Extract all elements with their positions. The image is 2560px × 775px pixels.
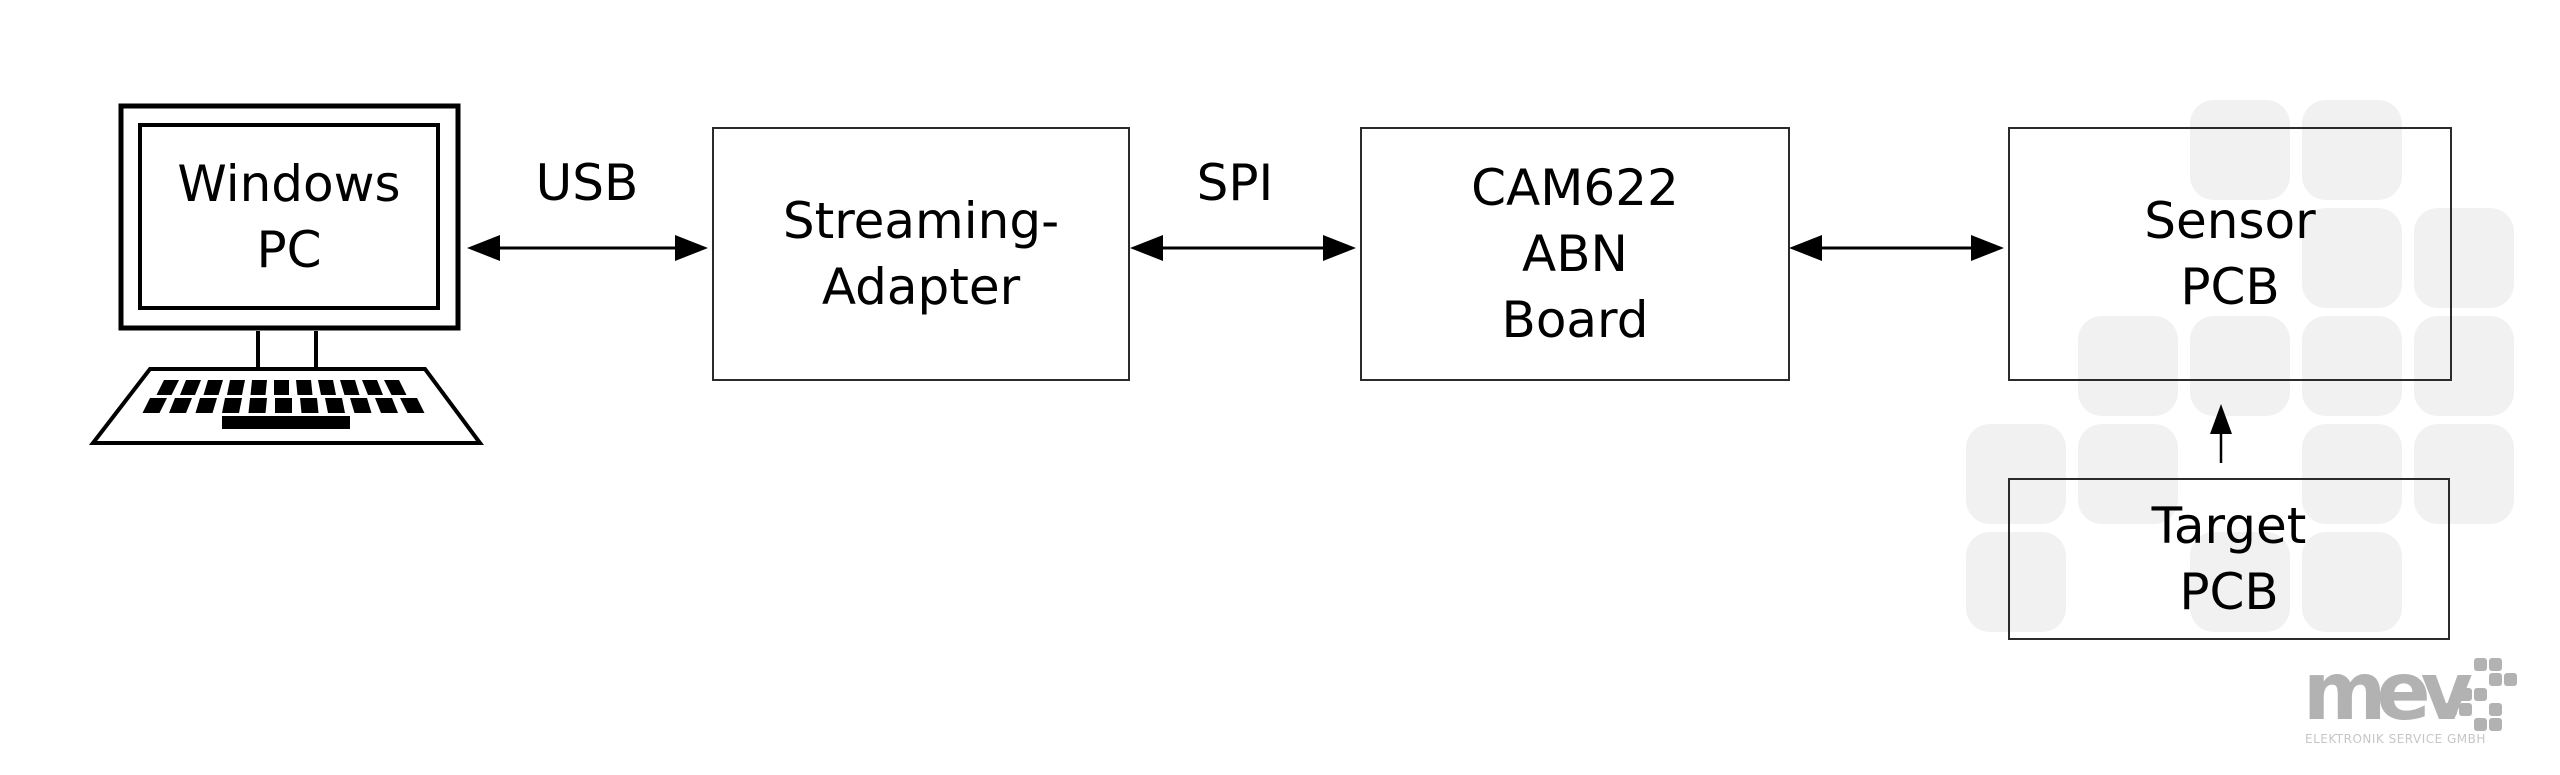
watermark-square (2302, 100, 2402, 200)
node-label-line: CAM622 (1471, 159, 1679, 217)
node-label-line: Board (1501, 291, 1649, 349)
node-label-line: Target (2151, 497, 2307, 555)
node-label-line: PC (256, 220, 322, 279)
watermark-square (2078, 316, 2178, 416)
watermark-square (1966, 532, 2066, 632)
node-cam622-abn-board: CAM622 ABN Board (1360, 127, 1790, 381)
node-label-line: Sensor (2144, 192, 2316, 250)
mev-logo-pixels-icon (2444, 658, 2524, 738)
watermark-square (2302, 316, 2402, 416)
desktop-computer-icon (88, 103, 484, 445)
watermark-square (1966, 424, 2066, 524)
watermark-square (2414, 208, 2514, 308)
watermark-square (2302, 208, 2402, 308)
watermark-square (2190, 100, 2290, 200)
node-streaming-adapter: Streaming- Adapter (712, 127, 1130, 381)
node-target-pcb: Target PCB (2008, 478, 2450, 640)
node-label-line: Streaming- (782, 192, 1060, 250)
usb-label: USB (535, 154, 639, 212)
spi-arrow-icon (1130, 235, 1356, 261)
board-sensor-arrow-icon (1789, 235, 2004, 261)
node-label-line: Windows (177, 154, 401, 213)
watermark-square (2302, 424, 2402, 524)
watermark-square (2414, 316, 2514, 416)
watermark-square (2190, 316, 2290, 416)
mev-logo-text: mev (2303, 645, 2473, 738)
usb-arrow-icon (467, 235, 708, 261)
node-label-line: PCB (2180, 258, 2280, 316)
node-sensor-pcb: Sensor PCB (2008, 127, 2452, 381)
watermark-square (2190, 532, 2290, 632)
watermark-square (2414, 424, 2514, 524)
node-label-line: Adapter (821, 258, 1021, 316)
node-label-line: PCB (2179, 563, 2279, 621)
node-label-line: ABN (1522, 225, 1628, 283)
spi-label: SPI (1196, 154, 1274, 212)
mev-logo: mev ELEKTRONIK SERVICE GMBH (2295, 645, 2535, 765)
node-windows-pc: Windows PC (138, 123, 440, 310)
mev-logo-tagline: ELEKTRONIK SERVICE GMBH (2305, 732, 2486, 746)
target-sensor-arrow-icon (2210, 404, 2232, 463)
watermark-square (2078, 424, 2178, 524)
watermark-square (2302, 532, 2402, 632)
